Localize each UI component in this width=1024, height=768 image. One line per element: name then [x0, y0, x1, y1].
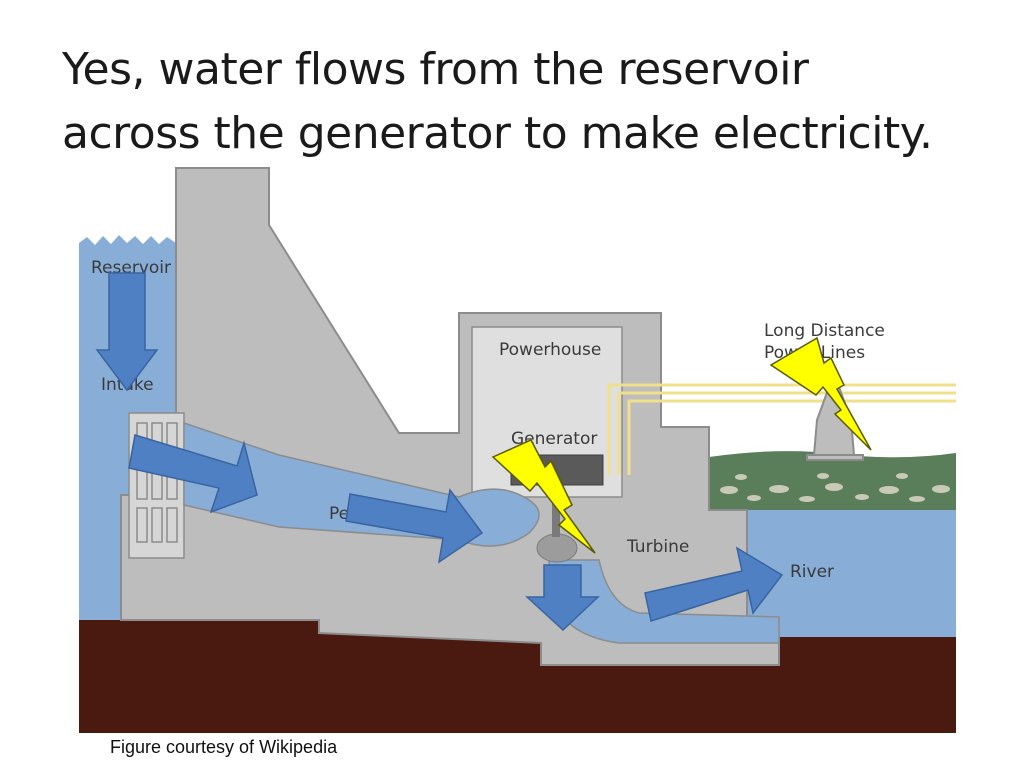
- arrow-penstock: [345, 488, 484, 564]
- title-line-2: across the generator to make electricity…: [62, 108, 933, 159]
- intake-gate: [128, 412, 185, 559]
- label-powerhouse: Powerhouse: [499, 340, 601, 360]
- lightning-generator-icon: [491, 439, 596, 554]
- hydroelectric-dam-diagram: Reservoir Intake Penstock Powerhouse Gen…: [79, 165, 956, 733]
- label-power-lines-line1: Long Distance: [764, 321, 885, 341]
- lightning-bolts: [491, 336, 872, 554]
- label-river: River: [790, 562, 834, 582]
- arrow-to-river: [644, 546, 784, 622]
- arrow-down-reservoir: [95, 272, 159, 392]
- title-line-1: Yes, water flows from the reservoir: [62, 44, 809, 95]
- river-bank-stones: [720, 473, 950, 502]
- lightning-power-lines-icon: [769, 336, 872, 451]
- generator-shaft: [552, 485, 560, 537]
- slide-title: Yes, water flows from the reservoir acro…: [62, 38, 1002, 166]
- arrow-into-intake: [128, 434, 258, 514]
- river-bank: [709, 451, 956, 510]
- figure-caption: Figure courtesy of Wikipedia: [110, 737, 338, 757]
- ground: [79, 620, 956, 733]
- flow-arrows: [95, 272, 784, 632]
- arrow-down-draft: [525, 564, 600, 632]
- turbine-wheel: [536, 533, 578, 563]
- label-turbine: Turbine: [626, 537, 689, 557]
